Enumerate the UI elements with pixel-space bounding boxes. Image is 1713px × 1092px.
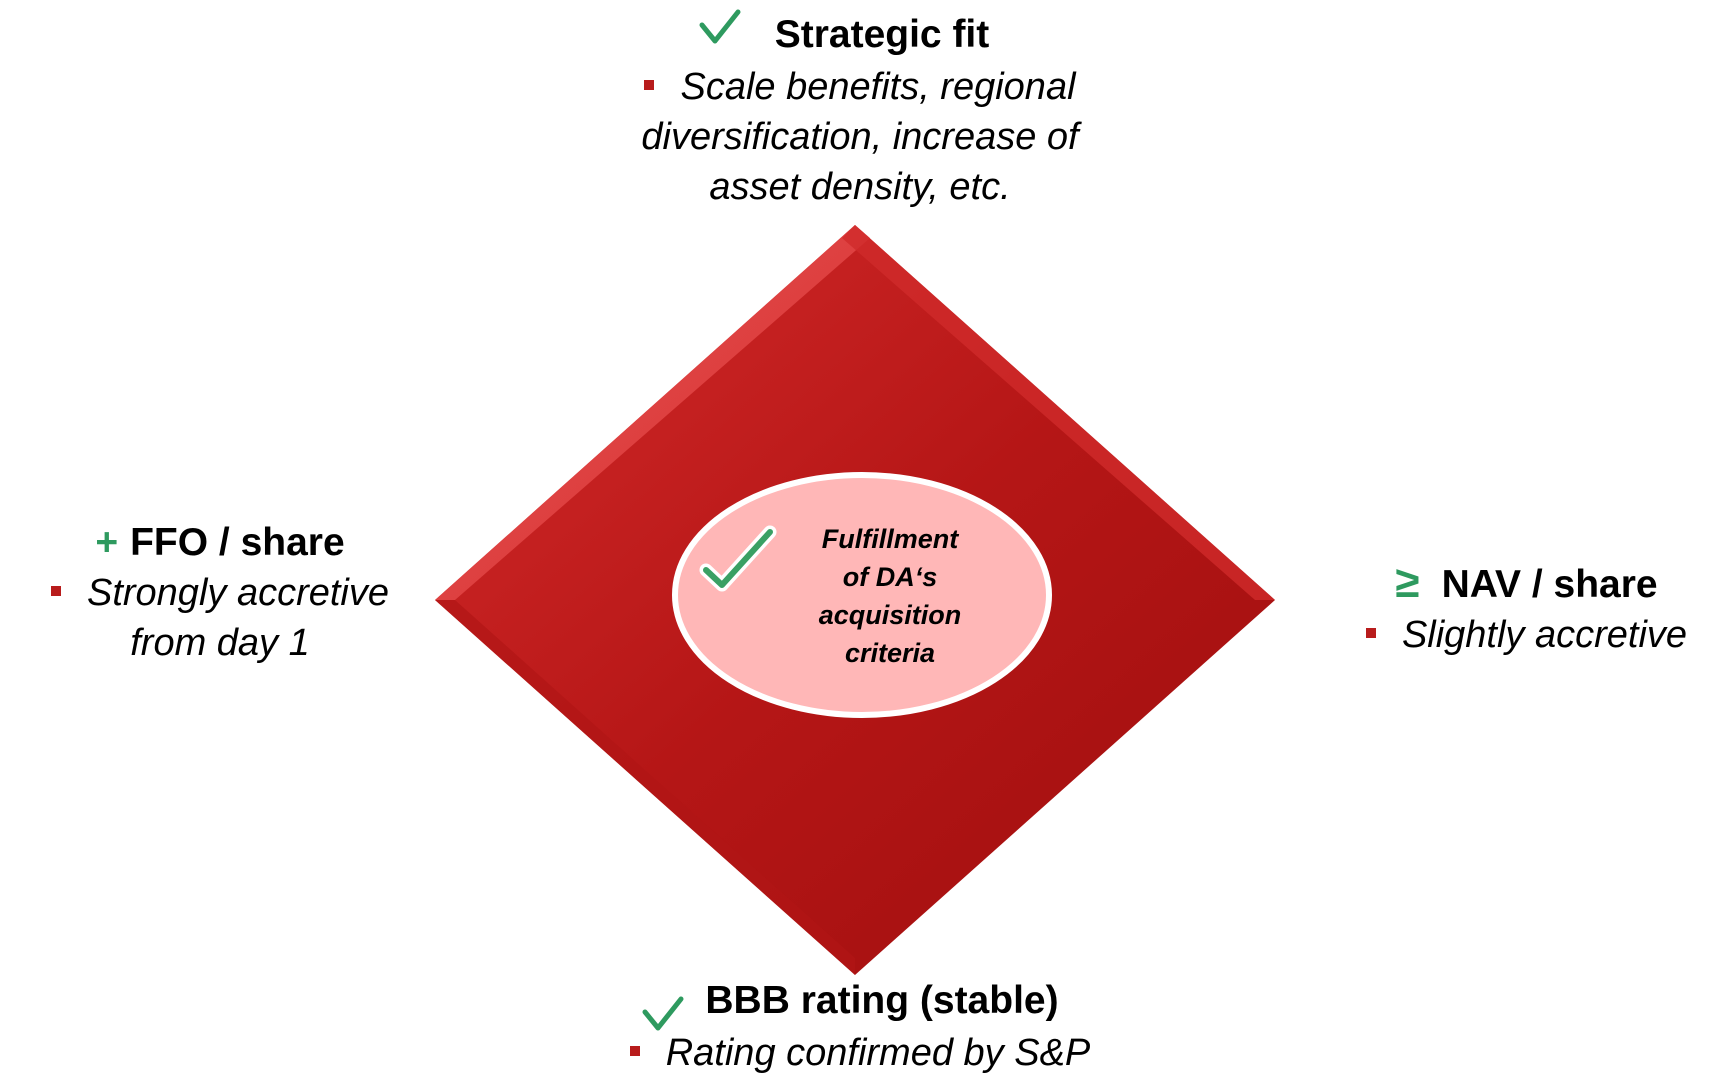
strategic-fit-block: Strategic fit Scale benefits, regional d… <box>560 12 1160 212</box>
plus-icon: + <box>95 521 119 564</box>
ffo-share-block: + FFO / share Strongly accretive from day… <box>0 520 440 668</box>
ffo-share-heading: + FFO / share <box>0 520 440 566</box>
heading-text: Strategic fit <box>774 13 990 56</box>
bullet-line: asset density, etc. <box>709 166 1011 208</box>
bbb-rating-heading: BBB rating (stable) <box>560 978 1160 1024</box>
nav-share-block: ≥ NAV / share Slightly accretive <box>1340 560 1713 660</box>
bullet-icon <box>629 1045 640 1056</box>
bullet-text: Rating confirmed by S&P <box>665 1032 1091 1074</box>
check-icon-inner <box>703 529 773 588</box>
bullet-line: Scale benefits, regional <box>560 62 1160 112</box>
bullet-text: Slightly accretive <box>1401 614 1688 656</box>
bullet-text: Strongly accretive <box>86 572 389 614</box>
bullet-line: Strongly accretive <box>0 568 440 618</box>
bullet-icon <box>1365 627 1376 638</box>
strategic-fit-heading: Strategic fit <box>560 12 1160 58</box>
bullet-line: Rating confirmed by S&P <box>560 1028 1160 1078</box>
bullet-line: from day 1 <box>130 622 310 664</box>
bullet-icon <box>644 79 655 90</box>
diamond-bevel-top-right <box>842 225 1275 600</box>
center-label: Fulfillment of DA‘s acquisition criteria <box>780 520 1000 672</box>
bullet-icon <box>50 585 61 596</box>
center-line: Fulfillment <box>821 524 959 554</box>
check-icon <box>642 996 684 1031</box>
nav-share-heading: ≥ NAV / share <box>1340 560 1713 608</box>
center-line: acquisition <box>818 600 962 630</box>
greater-equal-icon: ≥ <box>1395 558 1420 607</box>
heading-text: NAV / share <box>1441 563 1658 606</box>
center-line: criteria <box>844 638 936 668</box>
bullet-text: Scale benefits, regional <box>680 66 1076 108</box>
center-line: of DA‘s <box>842 562 938 592</box>
check-icon <box>699 9 741 44</box>
diamond-bevel-top-left <box>435 225 870 600</box>
bullet-line: Slightly accretive <box>1340 610 1713 660</box>
diamond-bevel-bottom <box>435 600 855 975</box>
heading-text: FFO / share <box>130 521 345 564</box>
heading-text: BBB rating (stable) <box>705 979 1059 1022</box>
bbb-rating-block: BBB rating (stable) Rating confirmed by … <box>560 978 1160 1078</box>
bullet-line: diversification, increase of <box>641 116 1079 158</box>
